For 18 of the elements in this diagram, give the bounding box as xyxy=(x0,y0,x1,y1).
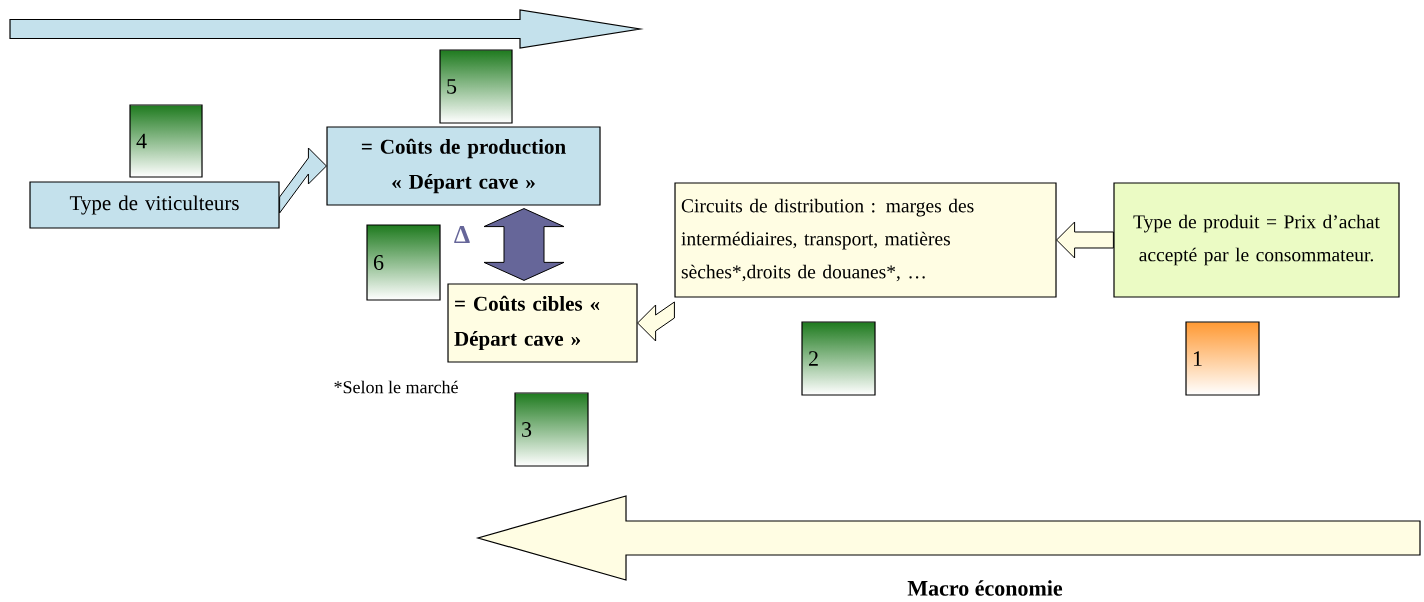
number-box: 4 xyxy=(129,104,203,178)
number-box: 6 xyxy=(366,224,441,301)
number-box: 3 xyxy=(514,392,589,467)
process-box: = Coûts de production « Départ cave » xyxy=(326,126,601,206)
process-box: = Coûts cibles « Départ cave » xyxy=(447,283,638,363)
block-arrow xyxy=(279,147,327,214)
text-box: Type de produit = Prix d’achat accepté par le consommateur. xyxy=(1113,182,1400,298)
caption-text: Macro économie xyxy=(907,580,1063,596)
block-arrow xyxy=(637,301,675,342)
edge-label: Δ xyxy=(454,225,470,244)
footnote-text: *Selon le marché xyxy=(334,380,458,394)
text-box: Circuits de distribution : marges des intermédiaires, transport, matières sèches*,droits de douanes*, … xyxy=(674,182,1057,298)
block-arrow xyxy=(483,208,565,281)
block-arrow xyxy=(1056,221,1114,259)
number-box: 5 xyxy=(439,49,513,124)
process-box: Type de viticulteurs xyxy=(29,181,280,229)
number-box: 1 xyxy=(1185,321,1260,396)
number-box: 2 xyxy=(801,321,876,396)
